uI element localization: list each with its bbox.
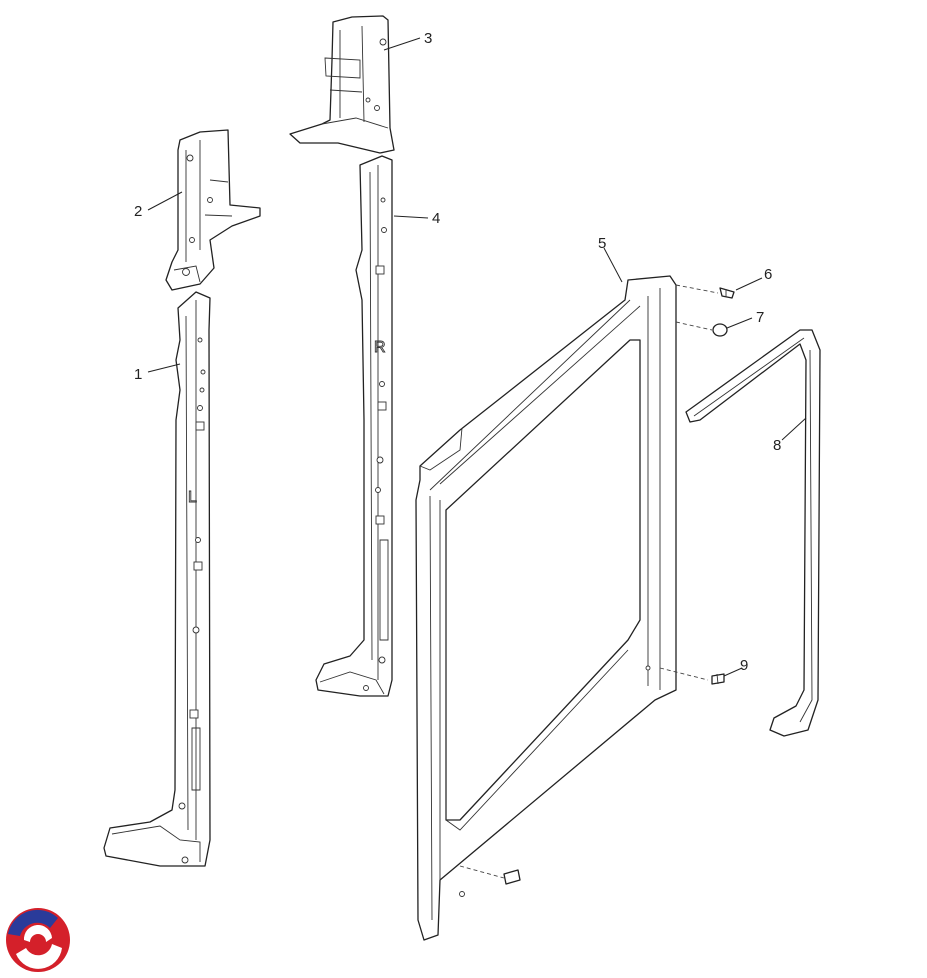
callout-3: 3 xyxy=(424,30,432,47)
callout-5: 5 xyxy=(598,235,606,252)
callout-7: 7 xyxy=(756,309,764,326)
brand-logo xyxy=(6,908,70,972)
callout-4: 4 xyxy=(432,210,440,227)
alignment-lines xyxy=(459,284,719,879)
callout-9: 9 xyxy=(740,657,748,674)
part-7-plug xyxy=(712,323,728,337)
part-9-screw xyxy=(711,673,725,685)
part-1-stamp: L xyxy=(188,489,197,506)
callout-6: 6 xyxy=(764,266,772,283)
part-1-left-vertical-panel: L xyxy=(103,291,211,867)
part-5-main-frame xyxy=(415,275,677,941)
frame-bottom-screw xyxy=(503,869,521,885)
callout-leaders xyxy=(147,37,807,677)
part-6-screw xyxy=(719,287,735,299)
callout-labels: 1 2 3 4 5 6 7 8 9 xyxy=(134,30,781,674)
part-2-upper-left-bracket xyxy=(165,129,261,291)
callout-8: 8 xyxy=(773,437,781,454)
part-8-seal-strip xyxy=(685,329,821,737)
part-3-upper-right-bracket xyxy=(289,15,395,154)
part-4-right-vertical-panel: R xyxy=(315,155,393,697)
callout-1: 1 xyxy=(134,366,142,383)
part-4-stamp: R xyxy=(374,339,386,356)
callout-2: 2 xyxy=(134,203,142,220)
